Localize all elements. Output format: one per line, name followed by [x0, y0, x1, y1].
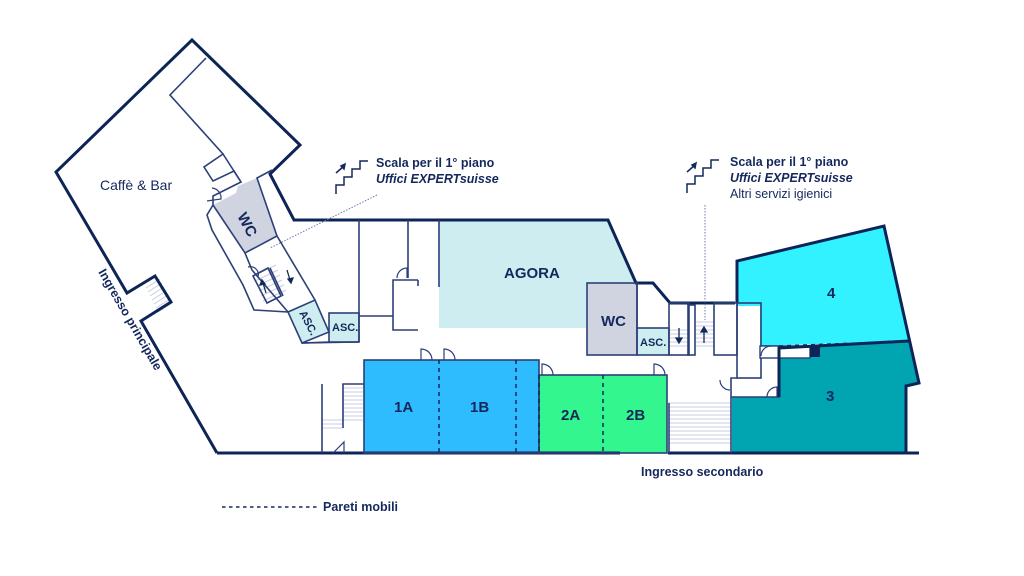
elevator-left-fill[interactable] — [329, 313, 359, 342]
room-1a-1b-fill[interactable] — [364, 360, 539, 453]
elevator-right-fill[interactable] — [637, 328, 669, 355]
door-icon — [206, 187, 778, 454]
secondary-entrance-label: Ingresso secondario — [641, 465, 764, 479]
room-label-3: 3 — [826, 388, 834, 405]
wc-right-fill[interactable] — [587, 283, 637, 355]
stairs-secondary-entrance — [668, 402, 731, 444]
arrow-up-icon — [258, 278, 709, 343]
stairs-note-right-title: Scala per il 1° piano — [730, 155, 849, 169]
outer-wall-east — [735, 224, 921, 453]
outer-wall-west — [54, 37, 735, 454]
legend-movable-walls: Pareti mobili — [323, 500, 398, 514]
elevator-rotated-fill[interactable] — [288, 300, 329, 343]
stairs-note-left-sub: Uffici EXPERTsuisse — [376, 172, 499, 186]
movable-wall — [778, 340, 910, 347]
stairs-west — [322, 387, 363, 429]
room-3-fill[interactable] — [732, 341, 919, 453]
stairs-note-right-extra: Altri servizi igienici — [730, 187, 832, 201]
room-label-1b: 1B — [470, 399, 489, 416]
room-label-2a: 2A — [561, 407, 580, 424]
room-label-cafe: Caffè & Bar — [100, 177, 172, 193]
room-label-1a: 1A — [394, 399, 413, 416]
stairs-note-left-title: Scala per il 1° piano — [376, 156, 495, 170]
room-4-fill[interactable] — [737, 226, 909, 346]
room-label-agora: AGORA — [504, 265, 560, 282]
room-label-2b: 2B — [626, 407, 645, 424]
stairs-note-right-sub: Uffici EXPERTsuisse — [730, 171, 853, 185]
wc-left-fill[interactable] — [213, 178, 277, 253]
stairs-right-core — [670, 321, 714, 347]
room-label-elevator: ASC. — [640, 337, 666, 349]
room-label-4: 4 — [827, 285, 836, 302]
stairs-up-icon — [686, 159, 719, 193]
stairs-up-icon — [335, 160, 368, 194]
room-label-wc-right: WC — [601, 313, 626, 330]
room-label-elevator: ASC. — [332, 322, 358, 334]
arrow-down-icon — [286, 269, 684, 345]
